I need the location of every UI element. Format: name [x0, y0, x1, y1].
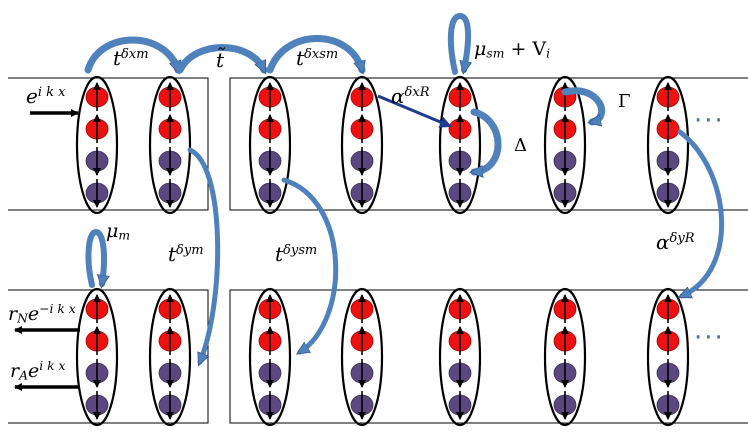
arrow-t-tilde: [176, 44, 268, 71]
site-top-6: [543, 75, 587, 215]
site-outline: [543, 75, 587, 215]
site-bottom-4: [340, 287, 384, 427]
site-outline: [646, 287, 690, 427]
box-top-right: [229, 77, 748, 211]
label-t-x-sm: tδxsm: [296, 46, 339, 71]
straight-arrows: [14, 94, 452, 391]
label-t-y-m: tδym: [168, 242, 204, 267]
arrow-t-x-sm: [266, 35, 362, 71]
label-mu-m: μm: [106, 220, 131, 243]
site-outline: [438, 75, 482, 215]
site-bottom-7: [646, 287, 690, 427]
site-top-7: [646, 75, 690, 215]
label-t-x-m: tδxm: [113, 46, 149, 71]
site-top-5: [438, 75, 482, 215]
site-top-2: [148, 75, 192, 215]
site-outline: [438, 287, 482, 427]
label-alpha-x: αδxR: [391, 84, 430, 109]
label-reflection-normal: rNe−i k x: [8, 302, 76, 326]
site-outline: [75, 75, 119, 215]
site-outline: [248, 287, 292, 427]
site-outline: [340, 287, 384, 427]
ellipsis-top: ···: [694, 106, 725, 136]
site-top-1: [75, 75, 119, 215]
arrow-t-y-m: [187, 147, 221, 362]
box-bottom-right: [229, 289, 748, 424]
arrow-t-x-m: [84, 36, 182, 70]
arrow-alpha-x: [377, 94, 452, 128]
box-top-left: [8, 77, 209, 211]
arrow-t-y-sm: [281, 177, 339, 352]
arrow-alpha-y: [680, 129, 724, 299]
arrow-mu-sm: [447, 12, 468, 75]
site-top-3: [248, 75, 292, 215]
label-gamma: Γ: [618, 91, 631, 112]
site-bottom-6: [543, 287, 587, 427]
site-outline: [148, 287, 192, 427]
site-outline: [543, 287, 587, 427]
arrow-gamma: [561, 87, 606, 122]
label-delta: Δ: [514, 135, 527, 156]
hopping-arrows: [84, 12, 724, 362]
site-outline: [248, 75, 292, 215]
site-outline: [340, 75, 384, 215]
site-bottom-3: [248, 287, 292, 427]
label-t-tilde: t̃: [216, 48, 225, 72]
site-bottom-1: [75, 287, 119, 427]
site-outline: [148, 75, 192, 215]
arrow-delta: [474, 108, 502, 172]
chain-boxes: [8, 77, 748, 424]
site-outline: [646, 75, 690, 215]
site-top-4: [340, 75, 384, 215]
site-bottom-2: [148, 287, 192, 427]
label-alpha-y: αδyR: [656, 230, 695, 255]
ellipsis-bottom: ···: [694, 323, 725, 353]
label-reflection-andreev: rAei k x: [10, 359, 66, 383]
lattice-sites: [75, 75, 690, 427]
label-incoming-wave: ei k x: [26, 84, 66, 109]
site-bottom-5: [438, 287, 482, 427]
site-outline: [75, 287, 119, 427]
arrow-mu-m: [85, 228, 104, 285]
label-t-y-sm: tδysm: [275, 242, 318, 267]
label-mu-sm-vi: μsm + Vi: [474, 38, 551, 61]
